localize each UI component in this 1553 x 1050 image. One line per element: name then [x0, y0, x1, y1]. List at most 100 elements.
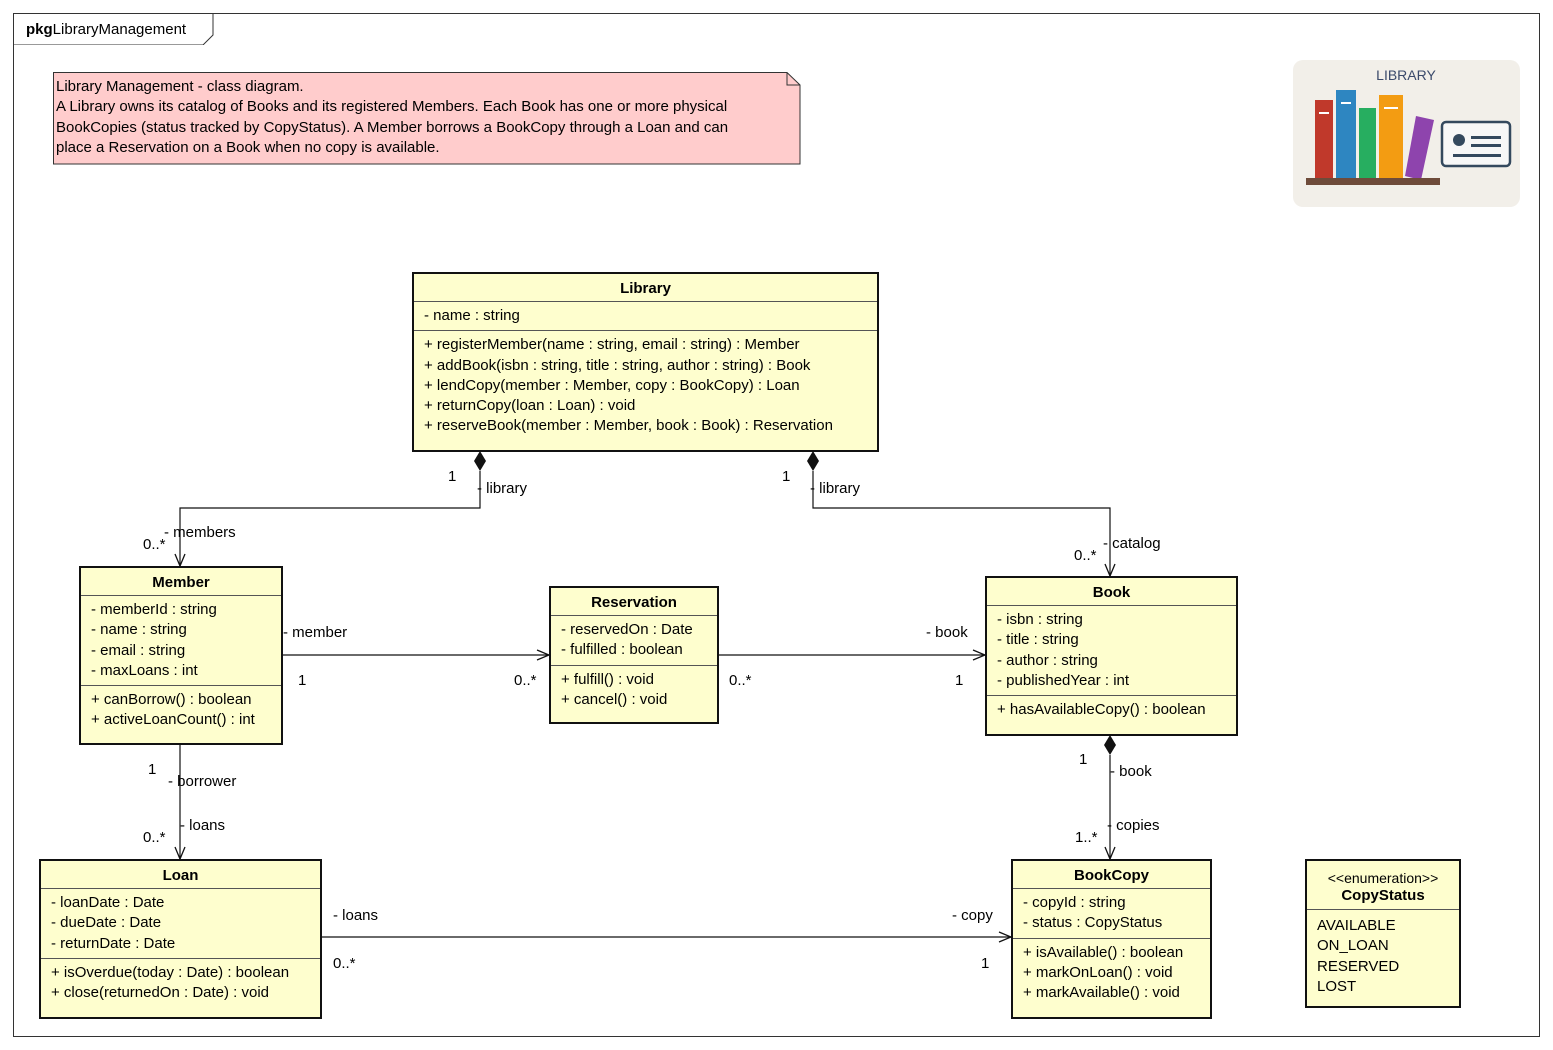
class-name: Book — [987, 578, 1236, 606]
multiplicity-label: 0..* — [729, 672, 752, 689]
note-line: Library Management - class diagram. — [56, 78, 304, 95]
attribute: - name : string — [91, 621, 187, 639]
multiplicity-label: 0..* — [1074, 547, 1097, 564]
class-book: Book - isbn : string - title : string - … — [985, 576, 1238, 736]
attribute: - status : CopyStatus — [1023, 914, 1163, 932]
class-name: Library — [414, 274, 877, 302]
multiplicity-label: 0..* — [333, 955, 356, 972]
operations-compartment: + fulfill() : void + cancel() : void — [551, 664, 717, 715]
role-label: - book — [1110, 763, 1152, 780]
attribute: - maxLoans : int — [91, 661, 198, 679]
enum-values: AVAILABLE ON_LOAN RESERVED LOST — [1307, 910, 1459, 1001]
attribute: - fulfilled : boolean — [561, 641, 683, 659]
class-name: BookCopy — [1013, 861, 1210, 889]
multiplicity-label: 0..* — [143, 536, 166, 553]
enum-stereotype: <<enumeration>> — [1327, 870, 1439, 886]
multiplicity-label: 1 — [955, 672, 964, 689]
operation: + isAvailable() : boolean — [1023, 943, 1184, 961]
association-library-book — [807, 451, 1110, 576]
attributes-compartment: - loanDate : Date - dueDate : Date - ret… — [41, 889, 320, 958]
attribute: - title : string — [997, 631, 1079, 649]
operation: + cancel() : void — [561, 690, 668, 708]
note-line: place a Reservation on a Book when no co… — [56, 138, 440, 156]
attributes-compartment: - name : string — [414, 302, 877, 330]
role-label: - book — [926, 624, 968, 641]
role-label: - library — [810, 480, 861, 497]
package-label: pkgLibraryManagement — [26, 21, 186, 38]
operations-compartment: + hasAvailableCopy() : boolean — [987, 695, 1236, 724]
attribute: - reservedOn : Date — [561, 621, 693, 638]
role-label: - members — [164, 524, 236, 541]
package-name: LibraryManagement — [52, 21, 187, 38]
operations-compartment: + isAvailable() : boolean + markOnLoan()… — [1013, 937, 1210, 1008]
operations-compartment: + isOverdue(today : Date) : boolean + cl… — [41, 957, 320, 1008]
attribute: - returnDate : Date — [51, 934, 176, 952]
attribute: - publishedYear : int — [997, 671, 1130, 689]
enum-value: LOST — [1317, 977, 1357, 995]
role-label: - catalog — [1103, 535, 1161, 552]
role-label: - loans — [180, 817, 226, 834]
attributes-compartment: - isbn : string - title : string - autho… — [987, 606, 1236, 695]
operation: + fulfill() : void — [561, 670, 654, 688]
role-label: - copy — [952, 907, 993, 924]
attribute: - copyId : string — [1023, 894, 1126, 911]
operation: + canBorrow() : boolean — [91, 691, 252, 709]
attribute: - loanDate : Date — [51, 894, 165, 911]
class-loan: Loan - loanDate : Date - dueDate : Date … — [39, 859, 322, 1019]
operation: + markAvailable() : void — [1023, 984, 1180, 1002]
diagram-note: Library Management - class diagram. A Li… — [53, 72, 801, 165]
package-keyword: pkg — [26, 21, 53, 38]
operation: + close(returnedOn : Date) : void — [51, 984, 270, 1002]
attribute: - author : string — [997, 651, 1098, 669]
role-label: - borrower — [168, 773, 237, 790]
role-label: - copies — [1107, 817, 1160, 834]
multiplicity-label: 1 — [1079, 751, 1088, 768]
operations-compartment: + registerMember(name : string, email : … — [414, 330, 877, 440]
package-frame — [13, 13, 1540, 1037]
association-library-member — [180, 451, 486, 566]
enum-value: AVAILABLE — [1317, 917, 1396, 934]
attributes-compartment: - copyId : string - status : CopyStatus — [1013, 889, 1210, 938]
operation: + activeLoanCount() : int — [91, 711, 255, 729]
association-book-bookcopy — [1104, 735, 1116, 859]
attribute: - isbn : string — [997, 611, 1083, 628]
multiplicity-label: 1..* — [1075, 829, 1098, 846]
operation: + markOnLoan() : void — [1023, 963, 1173, 981]
attribute: - name : string — [424, 307, 520, 324]
class-name: Loan — [41, 861, 320, 889]
enum-copystatus: <<enumeration>> CopyStatus AVAILABLE ON_… — [1305, 859, 1461, 1008]
attribute: - memberId : string — [91, 601, 217, 618]
operation: + reserveBook(member : Member, book : Bo… — [424, 417, 833, 435]
enum-value: ON_LOAN — [1317, 937, 1389, 955]
class-name: Member — [81, 568, 281, 596]
class-member: Member - memberId : string - name : stri… — [79, 566, 283, 745]
role-label: - loans — [333, 907, 379, 924]
operation: + isOverdue(today : Date) : boolean — [51, 963, 290, 981]
library-icon-label: LIBRARY — [1376, 67, 1436, 83]
enum-header: <<enumeration>> CopyStatus — [1307, 861, 1459, 910]
multiplicity-label: 0..* — [514, 672, 537, 689]
enum-name: CopyStatus — [1341, 887, 1425, 904]
multiplicity-label: 1 — [448, 468, 457, 485]
class-bookcopy: BookCopy - copyId : string - status : Co… — [1011, 859, 1212, 1019]
attributes-compartment: - memberId : string - name : string - em… — [81, 596, 281, 685]
multiplicity-label: 1 — [298, 672, 307, 689]
role-label: - member — [283, 624, 348, 641]
operation: + hasAvailableCopy() : boolean — [997, 701, 1206, 719]
class-reservation: Reservation - reservedOn : Date - fulfil… — [549, 586, 719, 724]
attribute: - dueDate : Date — [51, 914, 162, 932]
class-library: Library - name : string + registerMember… — [412, 272, 879, 452]
package-tab — [13, 13, 214, 45]
operations-compartment: + canBorrow() : boolean + activeLoanCoun… — [81, 685, 281, 735]
enum-value: RESERVED — [1317, 957, 1400, 975]
operation: + registerMember(name : string, email : … — [424, 336, 800, 354]
multiplicity-label: 0..* — [143, 829, 166, 846]
attributes-compartment: - reservedOn : Date - fulfilled : boolea… — [551, 616, 717, 665]
operation: + returnCopy(loan : Loan) : void — [424, 397, 636, 415]
multiplicity-label: 1 — [782, 468, 791, 485]
note-line: BookCopies (status tracked by CopyStatus… — [56, 118, 729, 136]
role-label: - library — [477, 480, 528, 497]
note-line: A Library owns its catalog of Books and … — [56, 98, 728, 116]
multiplicity-label: 1 — [981, 955, 990, 972]
